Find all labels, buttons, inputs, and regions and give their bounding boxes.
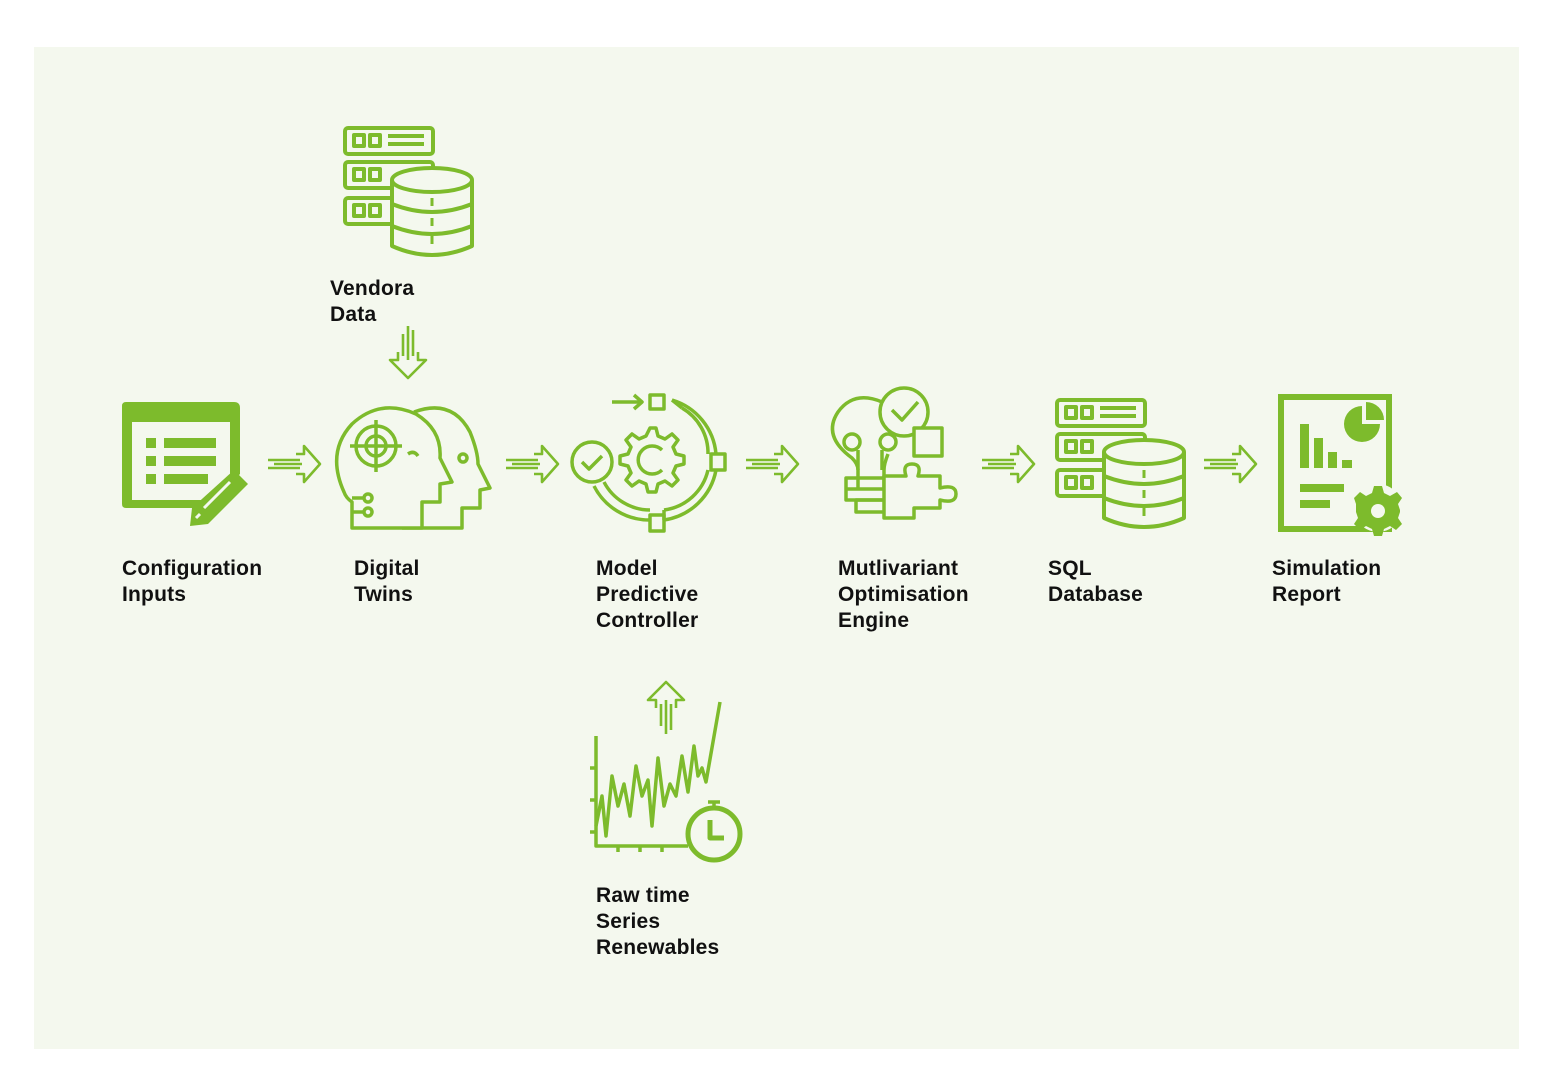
configuration-inputs-label: Configuration Inputs — [122, 557, 263, 606]
server-database-icon — [340, 124, 480, 260]
report-chart-gear-icon — [1278, 394, 1402, 536]
sql-database-label: SQL Database — [1048, 557, 1143, 606]
diagram-panel — [34, 47, 1519, 1049]
vendora-data-label: Vendora Data — [330, 277, 415, 326]
form-edit-icon — [122, 402, 248, 526]
arrow-right-icon — [982, 444, 1036, 484]
bulb-puzzle-check-icon — [818, 384, 966, 518]
arrow-right-icon — [746, 444, 800, 484]
server-database-icon — [1052, 396, 1192, 532]
simulation-report-label: Simulation Report — [1272, 557, 1382, 606]
arrow-right-icon — [506, 444, 560, 484]
digital-twins-label: Digital Twins — [354, 557, 420, 606]
optimisation-engine-label: Mutlivariant Optimisation Engine — [838, 557, 969, 632]
gear-cycle-icon — [570, 392, 732, 534]
two-heads-target-icon — [332, 402, 494, 532]
model-predictive-controller-label: Model Predictive Controller — [596, 557, 699, 632]
arrow-right-icon — [268, 444, 322, 484]
raw-time-series-label: Raw time Series Renewables — [596, 884, 720, 959]
arrow-right-icon — [1204, 444, 1258, 484]
timeseries-clock-icon — [588, 696, 748, 864]
arrow-up-icon — [646, 680, 686, 734]
arrow-down-icon — [388, 326, 428, 380]
